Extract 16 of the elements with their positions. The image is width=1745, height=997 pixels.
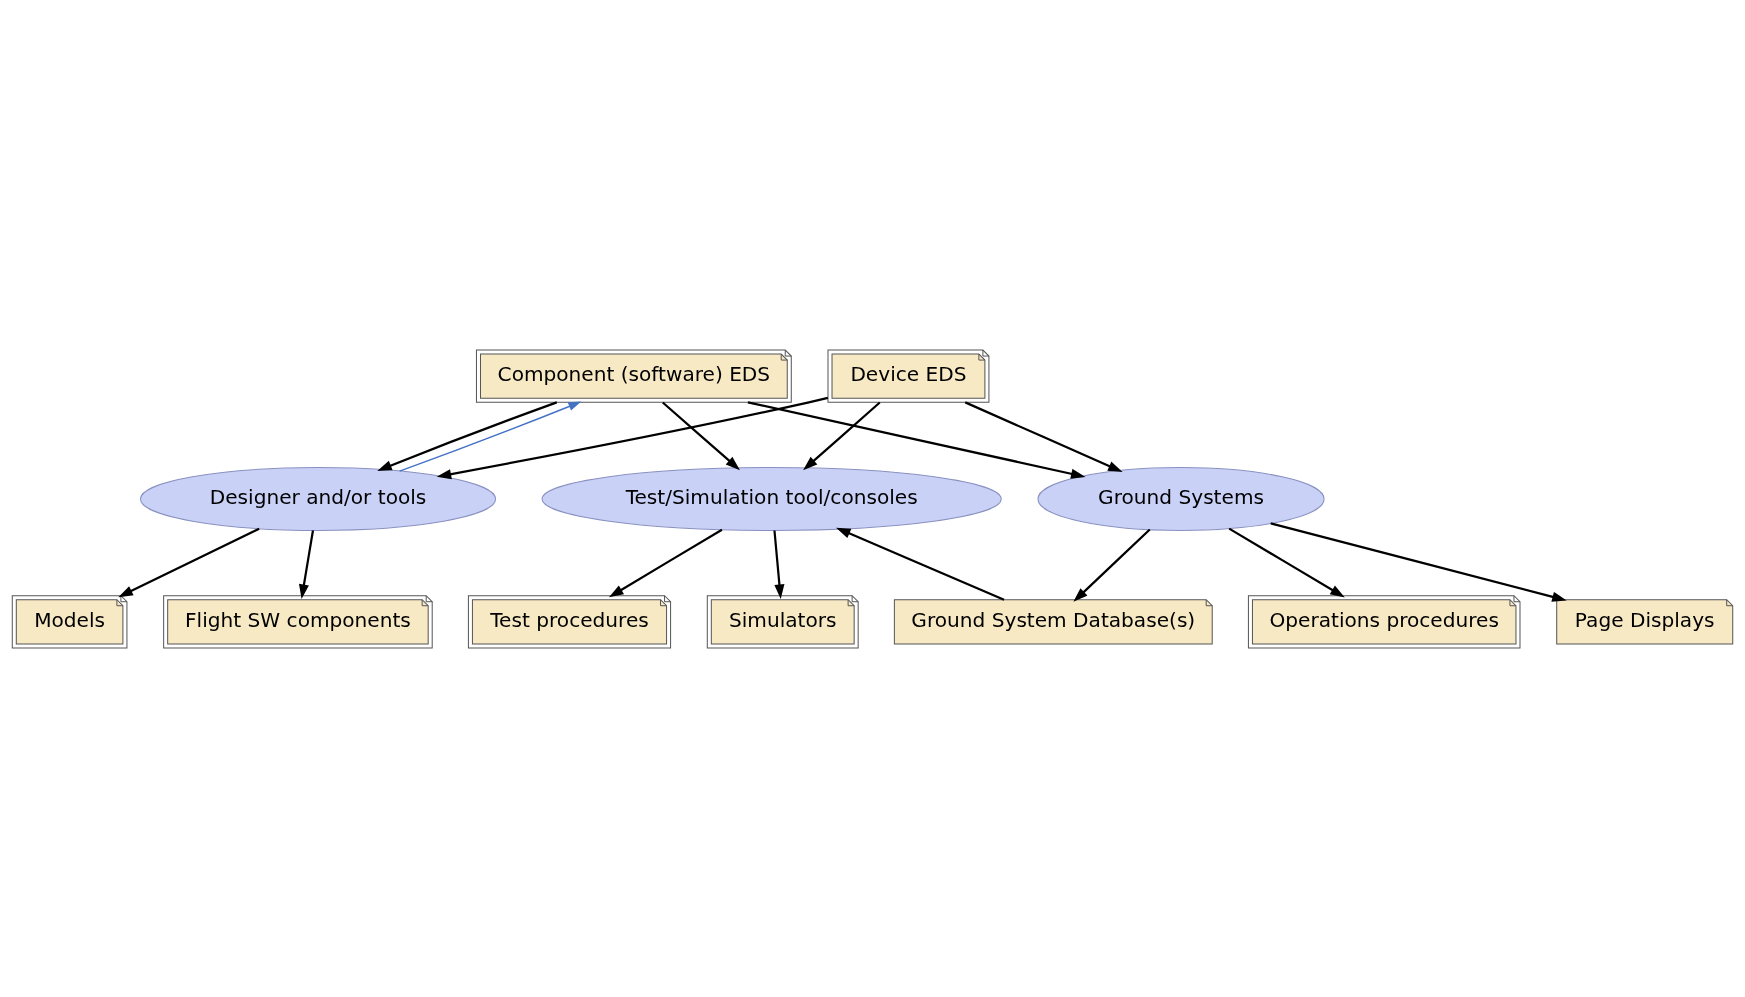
arrow bbox=[1228, 527, 1345, 597]
arrow bbox=[298, 529, 315, 599]
arrow bbox=[377, 400, 558, 471]
node-ellipse: Test/Simulation tool/consoles bbox=[541, 466, 1002, 531]
arrow bbox=[608, 528, 723, 597]
arrow bbox=[398, 401, 582, 472]
arrow bbox=[964, 400, 1123, 472]
arrow bbox=[1270, 521, 1567, 602]
arrow bbox=[747, 400, 1086, 479]
arrow bbox=[1073, 528, 1151, 602]
arrow bbox=[436, 396, 829, 479]
arrow bbox=[803, 401, 881, 470]
arrow bbox=[662, 401, 740, 470]
arrow bbox=[118, 527, 260, 597]
arrow bbox=[773, 529, 785, 599]
arrow bbox=[836, 527, 1005, 601]
